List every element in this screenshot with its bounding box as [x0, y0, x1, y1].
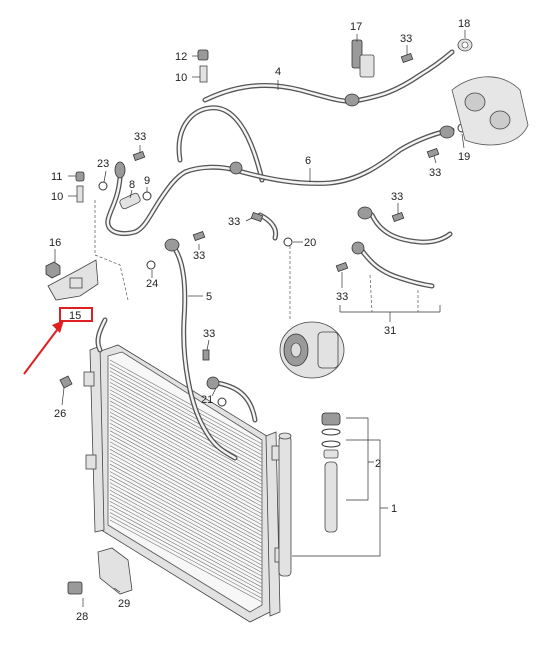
condenser-fin — [109, 467, 263, 551]
condenser-fin — [109, 449, 263, 533]
callout-24: 24 — [146, 278, 158, 290]
leader-lines — [54, 30, 466, 607]
condenser-fin — [109, 497, 263, 581]
callout-33: 33 — [391, 191, 403, 203]
condenser-fin — [109, 400, 263, 485]
condenser-fin — [109, 493, 263, 577]
highlight-15 — [23, 307, 93, 375]
condenser-fin — [109, 445, 263, 529]
condenser-fin — [109, 422, 263, 507]
condenser-fin — [109, 471, 263, 555]
condenser-fin — [109, 508, 263, 592]
condenser-fin — [109, 434, 263, 518]
callout-28: 28 — [76, 611, 88, 623]
condenser-fin — [109, 408, 263, 493]
condenser-fin — [109, 396, 263, 482]
highlight-box — [59, 307, 93, 322]
condenser-fin — [109, 486, 263, 570]
condenser-fin — [109, 374, 263, 459]
callout-31: 31 — [384, 325, 396, 337]
callout-21: 21 — [201, 394, 213, 406]
fittings — [45, 38, 529, 595]
callout-33: 33 — [400, 33, 412, 45]
condenser-fin — [109, 478, 263, 562]
condenser-fin — [109, 404, 263, 489]
callout-33: 33 — [429, 167, 441, 179]
condenser-fin — [109, 463, 263, 548]
callout-33: 33 — [134, 131, 146, 143]
condenser-fin — [109, 475, 263, 559]
callout-33: 33 — [193, 250, 205, 262]
condenser-fin — [109, 501, 263, 584]
condenser-fin — [109, 512, 263, 595]
callout-10: 10 — [51, 191, 63, 203]
callout-15: 15 — [69, 310, 81, 322]
condenser-fin — [109, 437, 263, 522]
callout-33: 33 — [336, 291, 348, 303]
condenser-fin — [109, 460, 263, 544]
condenser-fin — [109, 452, 263, 537]
condenser-fin — [109, 516, 263, 599]
refrigerant-lines — [95, 49, 455, 461]
condenser-fin — [109, 363, 263, 448]
condenser — [83, 344, 292, 623]
condenser-fin — [109, 482, 263, 566]
condenser-fin — [109, 385, 263, 470]
callout-18: 18 — [458, 18, 470, 30]
condenser-fin — [109, 456, 263, 540]
callout-16: 16 — [49, 237, 61, 249]
callout-5: 5 — [206, 291, 212, 303]
callout-17: 17 — [350, 21, 362, 33]
condenser-fin — [109, 419, 263, 504]
callout-8: 8 — [129, 179, 135, 191]
callout-19: 19 — [458, 151, 470, 163]
callout-33: 33 — [203, 328, 215, 340]
callout-2: 2 — [375, 458, 381, 470]
callout-4: 4 — [275, 66, 281, 78]
condenser-fin — [109, 367, 263, 452]
callout-23: 23 — [97, 158, 109, 170]
condenser-fin — [109, 359, 263, 445]
callout-33: 33 — [228, 216, 240, 228]
callout-10: 10 — [175, 72, 187, 84]
callout-1: 1 — [391, 503, 397, 515]
condenser-fin — [109, 382, 263, 467]
callout-12: 12 — [175, 51, 187, 63]
callout-6: 6 — [305, 155, 311, 167]
condenser-fin — [109, 441, 263, 526]
condenser-fin — [109, 411, 263, 496]
condenser-fin — [109, 378, 263, 463]
callout-20: 20 — [304, 237, 316, 249]
callout-29: 29 — [118, 598, 130, 610]
condenser-fin — [109, 489, 263, 573]
condenser-fin — [109, 504, 263, 588]
condenser-fin — [109, 430, 263, 515]
condenser-fin — [109, 393, 263, 478]
condenser-fin — [109, 426, 263, 511]
callout-26: 26 — [54, 408, 66, 420]
highlight-arrow-head — [52, 320, 64, 333]
condenser-fin — [109, 519, 263, 603]
condenser-fin — [109, 370, 263, 456]
callout-labels: 17 18 33 12 10 4 19 33 33 6 23 11 8 9 10… — [49, 18, 470, 623]
callout-9: 9 — [144, 175, 150, 187]
condenser-fin — [109, 415, 263, 500]
callout-11: 11 — [51, 171, 62, 183]
highlight-arrow — [23, 325, 61, 375]
